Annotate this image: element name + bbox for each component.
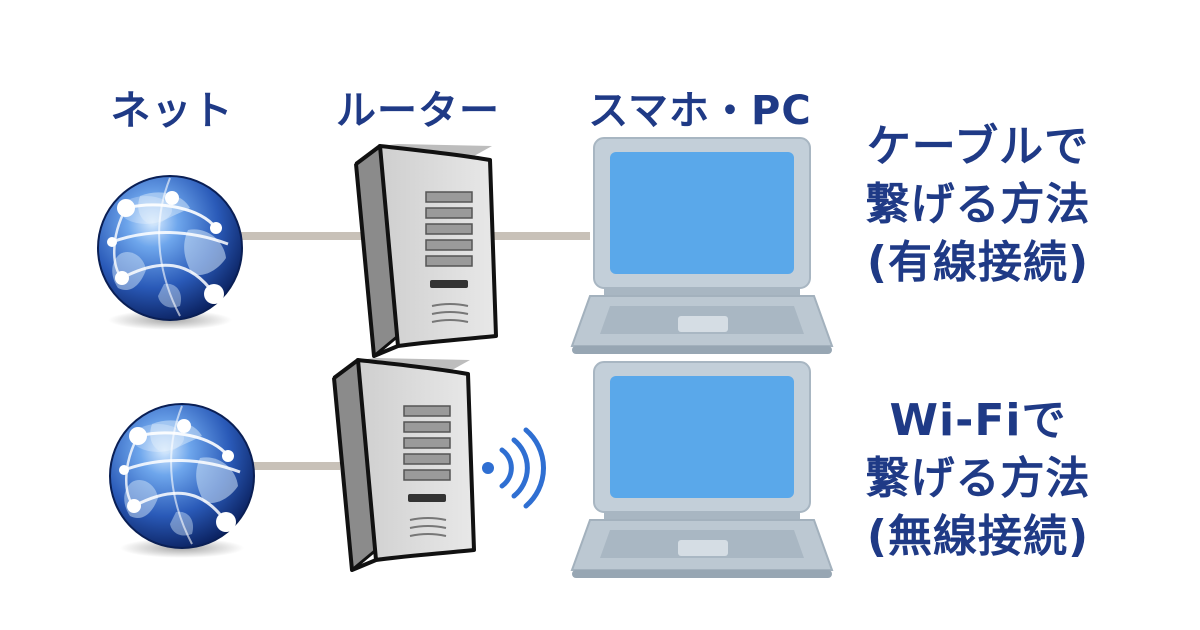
method-line: 繋げる方法 <box>865 453 1091 504</box>
globe-icon <box>96 174 244 332</box>
method-label-wired: ケーブルで 繋げる方法 (有線接続) <box>838 118 1118 292</box>
method-line: 繋げる方法 <box>865 179 1091 230</box>
method-line: Wi-Fiで <box>889 395 1067 446</box>
wifi-signal-icon <box>482 427 546 509</box>
method-line: (無線接続) <box>866 511 1090 562</box>
method-line: ケーブルで <box>866 121 1090 172</box>
column-label-internet: ネット <box>110 88 234 134</box>
laptop-icon <box>571 137 833 355</box>
method-line: (有線接続) <box>866 237 1090 288</box>
server-tower-icon <box>332 356 476 572</box>
globe-icon <box>108 402 256 560</box>
column-label-device: スマホ・PC <box>588 88 812 134</box>
column-label-router: ルーター <box>336 88 500 134</box>
server-tower-icon <box>354 142 498 358</box>
method-label-wireless: Wi-Fiで 繋げる方法 (無線接続) <box>838 392 1118 566</box>
laptop-icon <box>571 361 833 579</box>
